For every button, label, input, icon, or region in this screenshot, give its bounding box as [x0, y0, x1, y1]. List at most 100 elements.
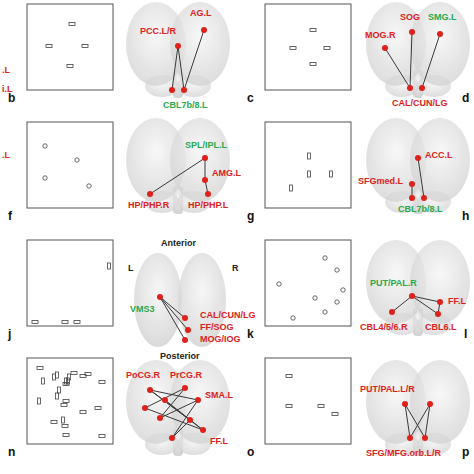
- matrix-cell: [37, 367, 43, 370]
- brain-lobe: [410, 118, 470, 202]
- brain-render: [366, 360, 470, 456]
- region-label: FF/SOG: [200, 322, 234, 333]
- matrix-cell: [99, 435, 105, 438]
- brain-lobe: [366, 118, 426, 202]
- region-label: SFG/MFG.orb.L/R: [366, 448, 441, 459]
- matrix-frame: [27, 358, 113, 444]
- connection-line: [410, 32, 412, 88]
- connection-line: [392, 296, 412, 312]
- matrix-frame: [27, 122, 113, 208]
- panel-letter: p: [462, 446, 469, 459]
- matrix-frame: [265, 122, 351, 208]
- region-label: FF.L: [448, 296, 466, 307]
- brain-hemisphere: [178, 253, 226, 347]
- region-label: SMA.L: [205, 390, 233, 401]
- brain-network: [147, 155, 211, 197]
- region-node: [409, 293, 415, 299]
- matrix-cell: [63, 400, 69, 403]
- connection-line: [160, 297, 185, 340]
- panel-letter: k: [247, 328, 254, 341]
- matrix-cell: [310, 63, 316, 66]
- connection-line: [160, 297, 185, 318]
- brain-lobe: [410, 360, 470, 444]
- region-node: [415, 155, 421, 161]
- matrix-cell: [62, 321, 68, 324]
- region-label: HP/PHP.L: [188, 200, 228, 211]
- region-label: PUT/PAL.R: [370, 278, 417, 289]
- matrix-cell: [58, 387, 61, 393]
- brain-render: [366, 240, 470, 336]
- panel-letter: b: [8, 92, 15, 105]
- panel-letter: j: [8, 328, 11, 341]
- matrix-cell: [291, 316, 295, 320]
- brain-lobe: [170, 360, 230, 444]
- brain-lobe: [170, 118, 230, 202]
- connection-line: [150, 158, 205, 194]
- brain-render: [134, 253, 226, 347]
- region-node: [182, 385, 188, 391]
- matrix-cell: [63, 434, 69, 437]
- connectivity-matrix: [27, 240, 113, 326]
- region-label: AG.L: [190, 8, 212, 19]
- region-label: SFGmed.L: [358, 176, 403, 187]
- region-label: CAL/CUN/LG: [200, 310, 256, 321]
- matrix-cell: [99, 381, 105, 384]
- region-node: [422, 435, 428, 441]
- connection-line: [178, 46, 184, 90]
- brain-render: [366, 118, 470, 214]
- matrix-cell: [323, 256, 327, 260]
- region-label: PrCG.R: [170, 370, 202, 381]
- matrix-cell: [308, 153, 311, 159]
- panel-letter: c: [247, 92, 254, 105]
- region-node: [427, 401, 433, 407]
- region-node: [157, 415, 163, 421]
- region-label: MOG.R: [365, 30, 396, 41]
- matrix-cell: [46, 45, 52, 48]
- region-node: [175, 43, 181, 49]
- region-node: [181, 87, 187, 93]
- matrix-cell: [108, 263, 111, 269]
- region-label: SOG: [400, 12, 420, 23]
- region-node: [185, 327, 191, 333]
- connection-line: [172, 420, 190, 438]
- matrix-cell: [51, 421, 57, 424]
- matrix-cell: [323, 310, 327, 314]
- matrix-cell: [290, 185, 293, 191]
- connection-line: [172, 46, 178, 90]
- matrix-cell: [310, 29, 316, 32]
- connectivity-matrix: [27, 358, 113, 444]
- region-node: [437, 31, 443, 37]
- region-node: [407, 435, 413, 441]
- matrix-cell: [43, 144, 47, 148]
- connection-line: [205, 158, 206, 180]
- region-node: [409, 29, 415, 35]
- region-node: [407, 85, 413, 91]
- connectivity-matrix: [265, 240, 351, 326]
- panel-letter: o: [247, 446, 254, 459]
- brain-lobe: [410, 240, 470, 324]
- region-label: VMS3: [130, 304, 155, 315]
- matrix-cell: [65, 378, 68, 384]
- region-label: CBL4/5/6.R: [360, 322, 408, 333]
- region-node: [382, 45, 388, 51]
- matrix-cell: [318, 405, 324, 408]
- matrix-cell: [75, 158, 79, 162]
- brain-network: [157, 294, 191, 343]
- connection-line: [145, 388, 185, 408]
- matrix-cell: [335, 300, 339, 304]
- panel-letter: f: [8, 210, 12, 223]
- region-node: [419, 85, 425, 91]
- region-label: CBL6.L: [425, 322, 457, 333]
- region-label: SPL/IPL.L: [185, 140, 227, 151]
- brain-network: [409, 155, 427, 201]
- connection-line: [418, 158, 424, 198]
- region-label: PCC.L/R: [140, 26, 176, 37]
- connectivity-matrix: [265, 4, 351, 90]
- connectivity-matrix: [27, 122, 113, 208]
- matrix-cell: [42, 378, 45, 384]
- connectivity-matrix: [265, 122, 351, 208]
- matrix-cell: [313, 296, 317, 300]
- region-node: [202, 155, 208, 161]
- region-label: CBL7b/8.L: [163, 100, 208, 111]
- region-node: [195, 397, 201, 403]
